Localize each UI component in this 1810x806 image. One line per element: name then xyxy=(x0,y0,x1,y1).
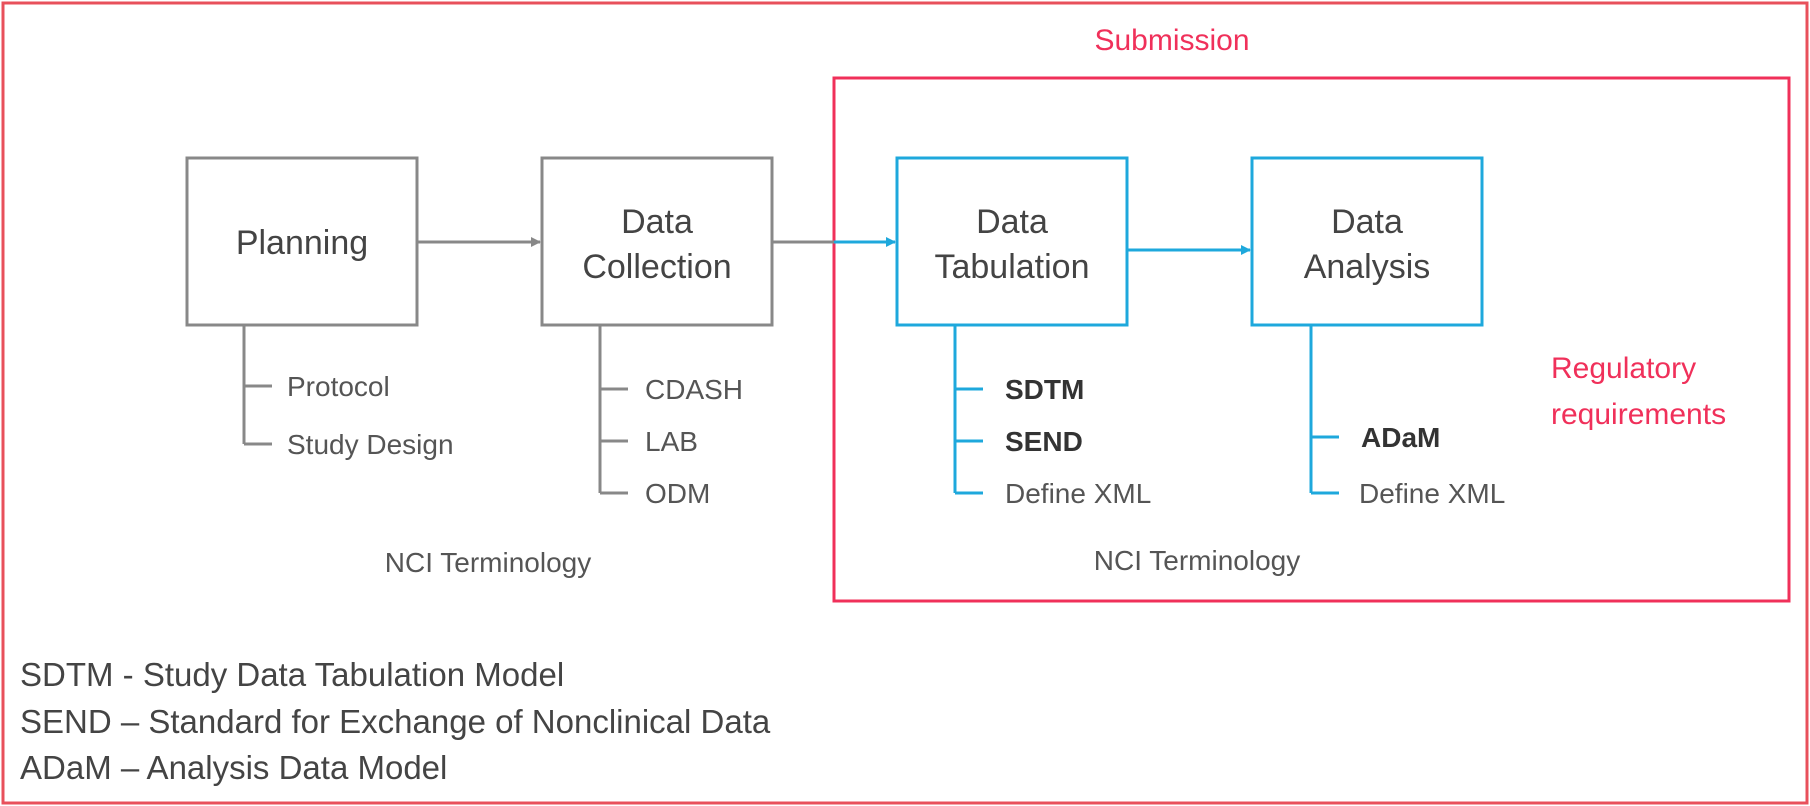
standard-define-xml-analysis: Define XML xyxy=(1359,478,1505,509)
collection-standards-tree xyxy=(598,326,628,495)
standard-adam: ADaM xyxy=(1361,422,1440,453)
standard-lab: LAB xyxy=(645,426,698,457)
data-tabulation-label-line1: Data xyxy=(976,203,1048,241)
legend-adam: ADaM – Analysis Data Model xyxy=(20,749,447,786)
data-collection-box xyxy=(540,156,774,327)
analysis-standards-tree xyxy=(1309,326,1339,495)
nci-terminology-right: NCI Terminology xyxy=(1094,545,1300,576)
standard-sdtm: SDTM xyxy=(1005,374,1084,405)
legend-sdtm: SDTM - Study Data Tabulation Model xyxy=(20,656,564,693)
data-collection-label-line1: Data xyxy=(621,203,693,241)
planning-box xyxy=(185,156,419,327)
standard-define-xml-tabulation: Define XML xyxy=(1005,478,1151,509)
standard-study-design: Study Design xyxy=(287,429,454,460)
regulatory-requirements-line1: Regulatory xyxy=(1551,352,1696,385)
planning-label: Planning xyxy=(236,224,368,262)
data-analysis-box xyxy=(1250,156,1484,327)
data-tabulation-box xyxy=(895,156,1129,327)
legend-send: SEND – Standard for Exchange of Nonclini… xyxy=(20,703,771,740)
regulatory-requirements-line2: requirements xyxy=(1551,398,1726,431)
data-collection-label-line2: Collection xyxy=(582,248,731,286)
data-analysis-label-line1: Data xyxy=(1331,203,1403,241)
standard-cdash: CDASH xyxy=(645,374,743,405)
standard-odm: ODM xyxy=(645,478,710,509)
data-tabulation-label-line2: Tabulation xyxy=(934,248,1089,286)
standard-send: SEND xyxy=(1005,426,1083,457)
submission-label: Submission xyxy=(1094,24,1249,57)
standard-protocol: Protocol xyxy=(287,371,390,402)
data-analysis-label-line2: Analysis xyxy=(1304,248,1431,286)
tabulation-standards-tree xyxy=(953,326,983,495)
planning-standards-tree xyxy=(242,326,272,446)
nci-terminology-left: NCI Terminology xyxy=(385,547,591,578)
submission-box xyxy=(832,76,1791,603)
